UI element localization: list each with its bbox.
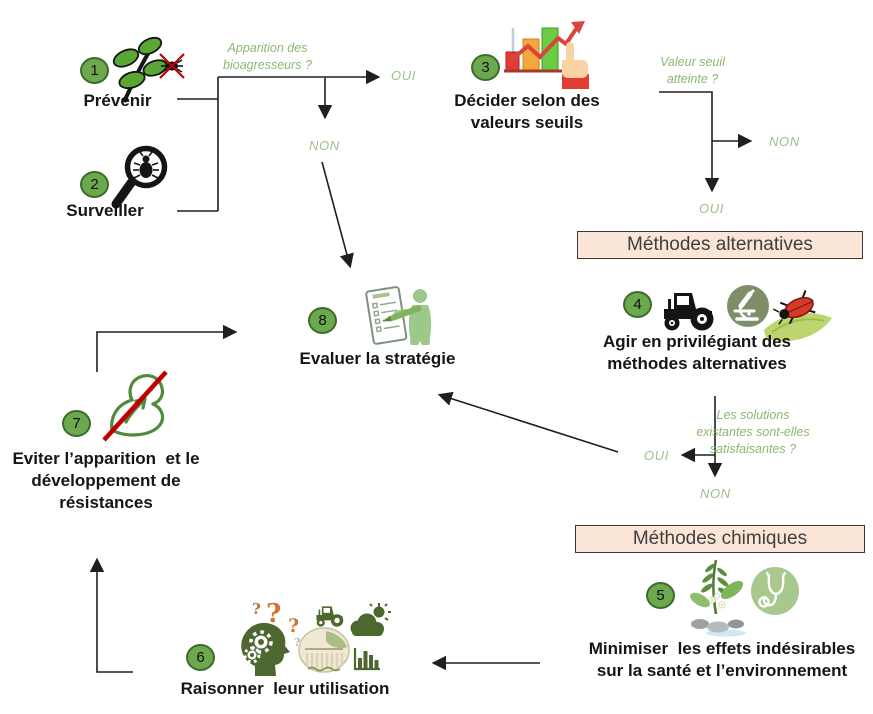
step-8-label: Evaluer la stratégie [299,349,456,368]
question-valeur-seuil: Valeur seuil atteinte ? [660,55,725,86]
svg-text:?: ? [288,615,299,637]
step-2-label: Surveiller [66,201,144,220]
pointing-hand-icon [562,42,589,89]
checklist-person-icon [365,286,432,345]
arrow-oui-to-evaluer [437,391,619,453]
banner-methodes-chimiques: Méthodes chimiques [575,525,865,553]
banner-methodes-alternatives: Méthodes alternatives [577,231,863,259]
step-6-number: 6 [186,644,215,671]
question-solutions: Les solutions existantes sont-elles sati… [696,408,810,456]
step-7-number: 7 [62,410,91,437]
step-7-label: Eviter l’apparition et le développement … [12,449,200,512]
svg-text:?: ? [252,600,261,618]
question-marks-icon: ? ? ? ? [252,599,300,648]
microscope-badge-icon [727,285,769,327]
tractor-icon [664,293,714,331]
crossed-pest-icon [159,53,185,79]
threshold-chart-icon [504,21,589,89]
step-5-number: 5 [646,582,675,609]
q1-non-label: NON [309,138,340,153]
q3-non-label: NON [700,486,731,501]
step-1-number: 1 [80,57,109,84]
magnifier-bug-icon [111,145,168,209]
step-8-number: 8 [308,307,337,334]
plant-sprig-icon [112,36,185,103]
cloud-sun-icon [350,603,391,636]
field-sprayer-icon [298,627,350,673]
arrow-step6-to-step7 [89,557,133,673]
mini-tractor-icon [316,606,344,627]
stethoscope-badge-icon [751,567,799,615]
q2-oui-label: OUI [699,201,724,216]
no-resistance-arm-icon [102,370,168,442]
step-3-label: Décider selon des valeurs seuils [454,91,600,132]
q1-oui-label: OUI [391,68,416,83]
svg-text:?: ? [294,636,300,648]
arrow-non-to-evaluer [321,161,354,269]
question-bioagresseurs: Apparition des bioagresseurs ? [223,41,312,72]
svg-text:?: ? [266,599,281,629]
plants-water-icon [690,559,746,637]
thinking-head-gears-icon [241,622,290,676]
step-5-label: Minimiser les effets indésirables sur la… [588,639,856,680]
step-3-number: 3 [471,54,500,81]
step-4-number: 4 [623,291,652,318]
step-2-number: 2 [80,171,109,198]
bar-chart-icon [353,648,380,671]
step-1-label: Prévenir [83,91,152,110]
step-4-label: Agir en privilégiant des méthodes altern… [603,332,791,373]
step-6-label: Raisonner leur utilisation [180,679,390,698]
arrow-q2-oui [659,91,720,193]
q3-oui-label: OUI [644,448,669,463]
beetle-leaf-icon [764,290,832,342]
q2-non-label: NON [769,134,800,149]
